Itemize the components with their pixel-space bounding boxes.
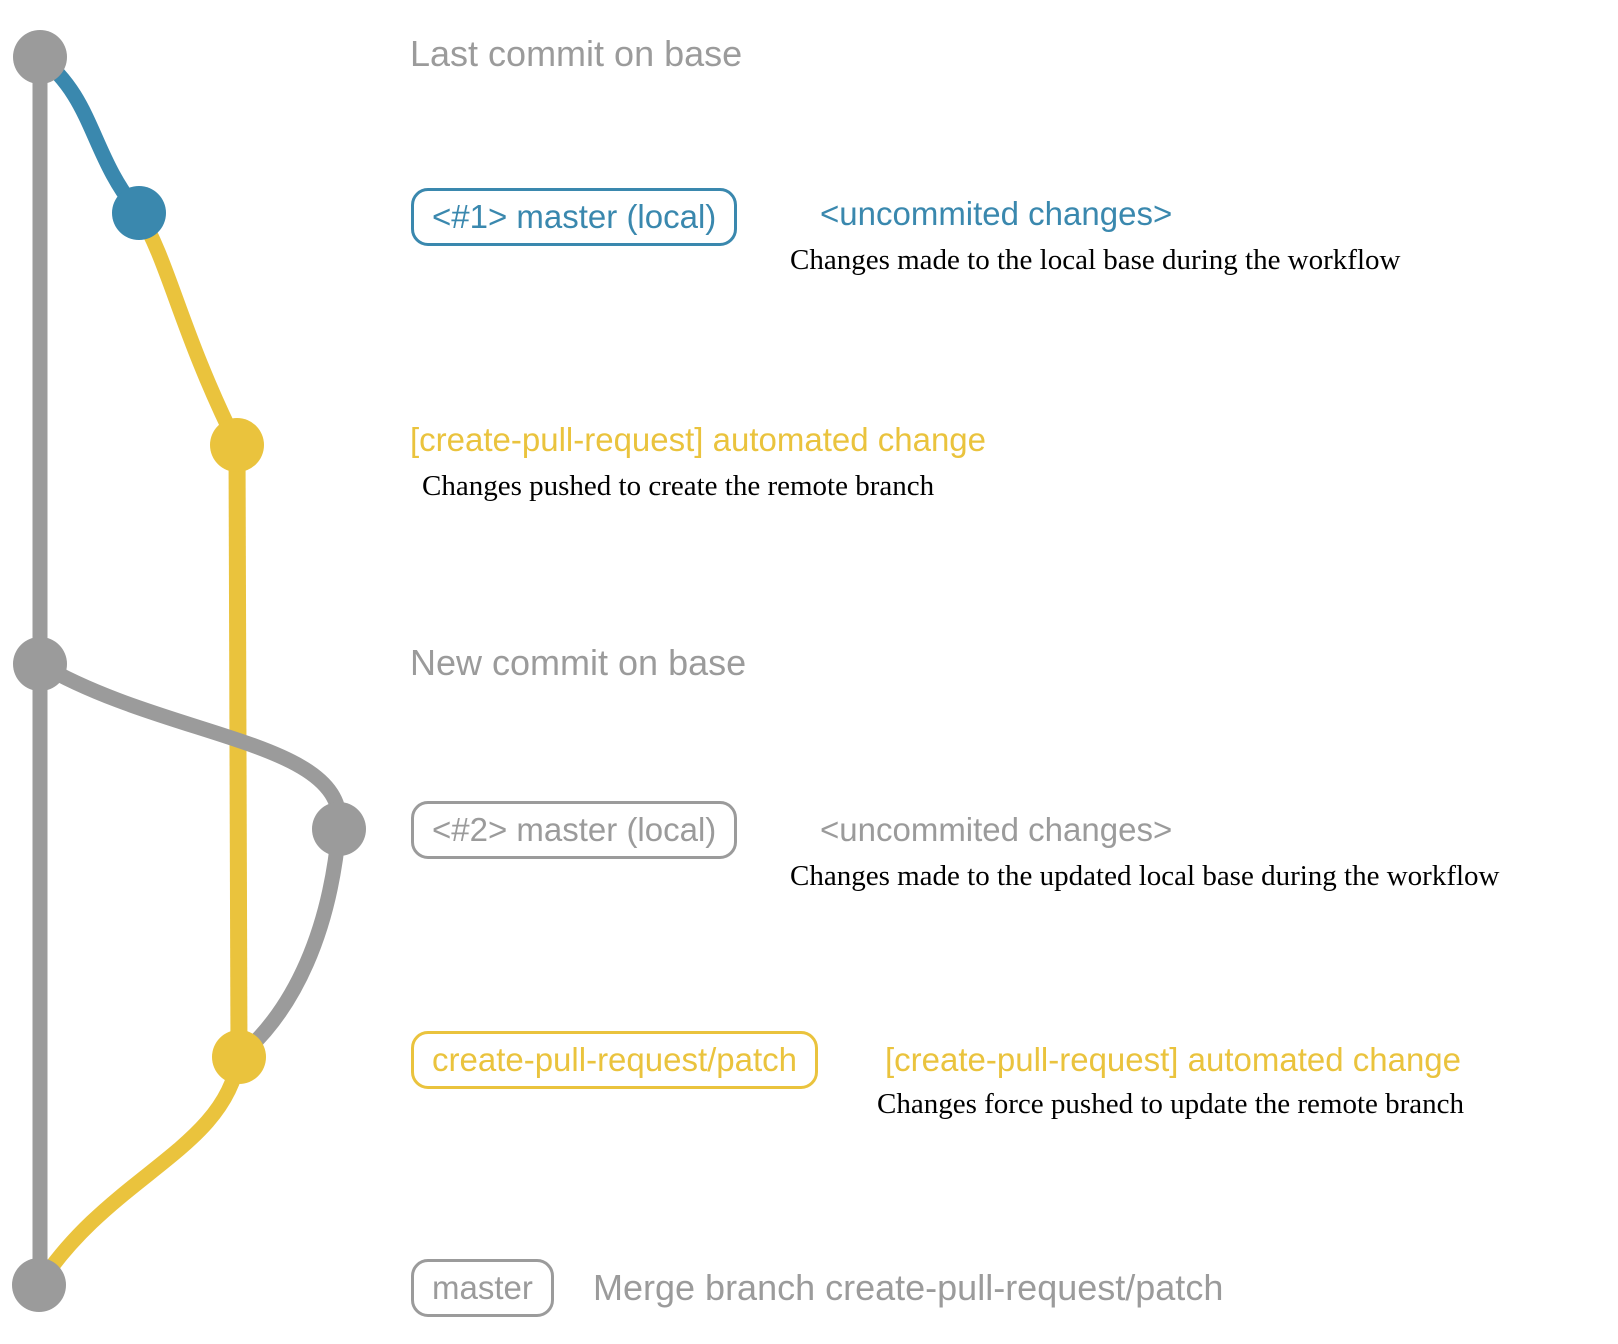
commit-message-local-2: <uncommited changes> bbox=[820, 811, 1173, 848]
annotation-patch-2: Changes force pushed to update the remot… bbox=[877, 1088, 1465, 1120]
patch-branch-line bbox=[228, 444, 248, 1058]
commit-last-on-base bbox=[13, 30, 67, 84]
branch-to-local-1-edge bbox=[35, 51, 145, 218]
commit-message-patch-2: [create-pull-request] automated change bbox=[885, 1041, 1462, 1078]
commit-message-merge: Merge branch create-pull-request/patch bbox=[593, 1267, 1224, 1308]
commit-local-2 bbox=[312, 802, 366, 856]
commit-message-last-on-base: Last commit on base bbox=[410, 33, 743, 74]
annotation-patch-1: Changes pushed to create the remote bran… bbox=[422, 470, 935, 502]
branch-tag-local-1: <#1> master (local) bbox=[411, 188, 738, 246]
local-2-to-patch-edge bbox=[234, 828, 347, 1063]
commit-merge-on-base bbox=[12, 1258, 66, 1312]
branch-tag-local-2: <#2> master (local) bbox=[411, 801, 738, 859]
annotation-local-1: Changes made to the local base during th… bbox=[790, 244, 1401, 276]
commit-patch-2 bbox=[212, 1030, 266, 1084]
commit-message-new-on-base: New commit on base bbox=[410, 642, 747, 683]
git-graph-svg bbox=[12, 30, 366, 1312]
patch-merge-to-base-edge bbox=[32, 1055, 247, 1290]
branch-tag-master: master bbox=[411, 1259, 554, 1317]
branch-to-local-2-edge bbox=[36, 657, 347, 830]
commit-patch-1 bbox=[210, 418, 264, 472]
annotation-local-2: Changes made to the updated local base d… bbox=[790, 860, 1500, 892]
commit-message-patch-1: [create-pull-request] automated change bbox=[410, 421, 987, 458]
commit-new-on-base bbox=[13, 637, 67, 691]
branch-tag-patch: create-pull-request/patch bbox=[411, 1031, 819, 1089]
commit-message-local-1: <uncommited changes> bbox=[820, 195, 1173, 232]
local-1-to-patch-edge bbox=[132, 209, 244, 449]
commit-local-1 bbox=[112, 186, 166, 240]
